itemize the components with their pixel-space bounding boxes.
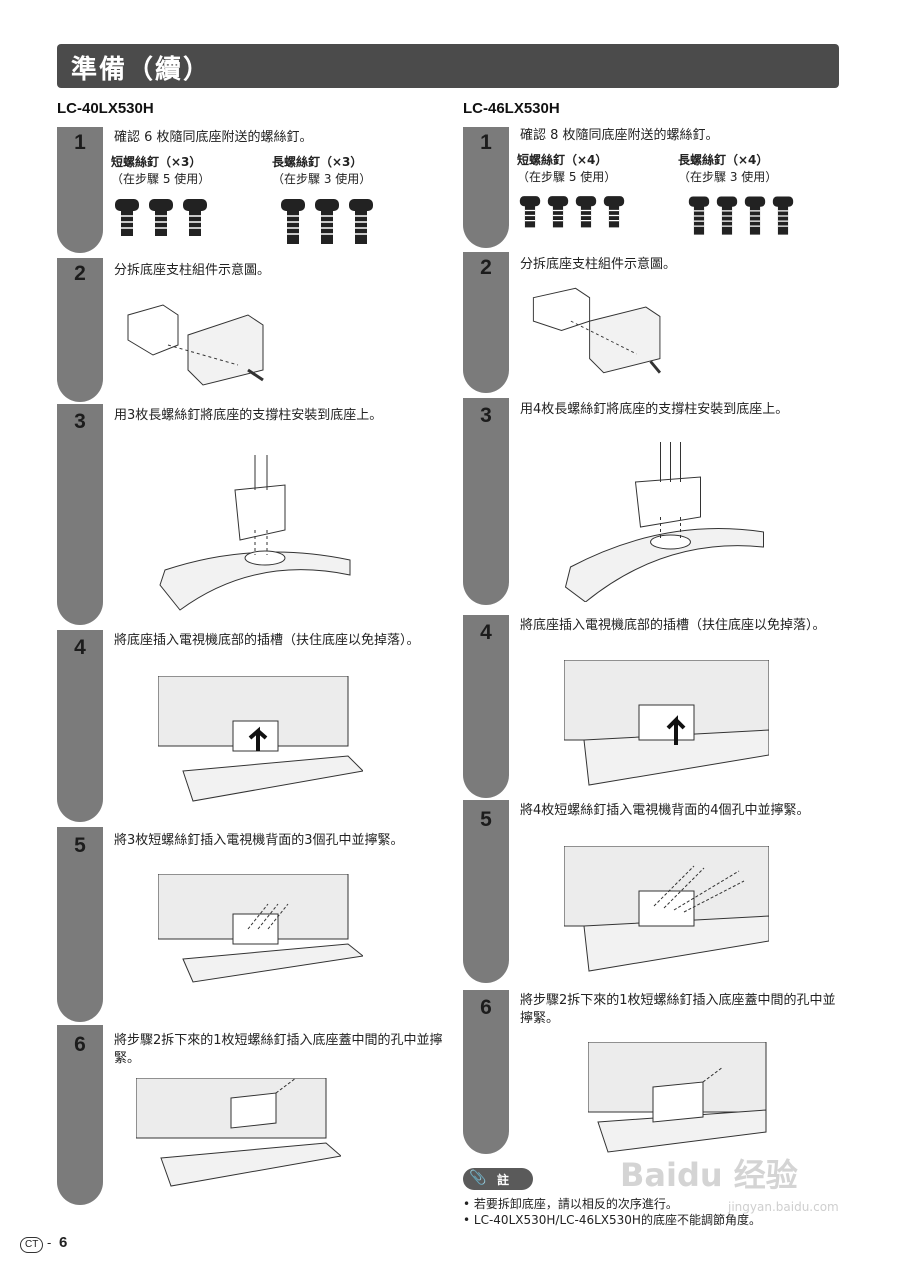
long-screw-count: 長螺絲釘（×4）	[678, 153, 769, 167]
long-screws-group	[688, 194, 794, 238]
long-screw-label: 長螺絲釘（×4） （在步驟 3 使用）	[678, 152, 777, 186]
short-screw-label: 短螺絲釘（×3） （在步驟 5 使用）	[111, 154, 210, 188]
model-title-right: LC-46LX530H	[463, 100, 560, 117]
short-screw-icon	[575, 196, 597, 228]
step-number: 5	[480, 808, 492, 831]
short-screw-use: （在步驟 5 使用）	[517, 170, 617, 184]
stand-column-illustration	[118, 285, 278, 395]
short-screw-icon	[519, 196, 541, 228]
long-screw-icon	[716, 196, 738, 235]
step-text: 將底座插入電視機底部的插槽（扶住底座以免掉落）。	[114, 633, 420, 648]
note-label: 註	[497, 1173, 510, 1187]
cover-screw-illustration	[136, 1078, 341, 1190]
long-screw-icon	[315, 199, 339, 244]
step-number: 3	[480, 404, 492, 427]
step-bar	[57, 404, 103, 625]
short-screw-label: 短螺絲釘（×4） （在步驟 5 使用）	[517, 152, 616, 186]
step-text: 確認 6 枚隨同底座附送的螺絲釘。	[114, 130, 313, 145]
long-screw-icon	[744, 196, 766, 235]
step-text: 分拆底座支柱組件示意圖。	[114, 263, 271, 278]
insert-stand-illustration	[564, 660, 769, 788]
note-badge: 📎 註	[463, 1168, 533, 1190]
short-screw-count: 短螺絲釘（×4）	[517, 153, 608, 167]
step-number: 2	[74, 262, 86, 285]
short-screws-group	[519, 194, 625, 232]
step-number: 2	[480, 256, 492, 279]
step-bar	[463, 252, 509, 393]
paperclip-icon: 📎	[469, 1170, 487, 1186]
step-text: 確認 8 枚隨同底座附送的螺絲釘。	[520, 128, 719, 143]
note-item: • LC-40LX530H/LC-46LX530H的底座不能調節角度。	[463, 1213, 761, 1227]
step-number: 6	[480, 996, 492, 1019]
step-text: 分拆底座支柱組件示意圖。	[520, 257, 677, 272]
footer-separator: -	[46, 1235, 52, 1250]
step-bar	[463, 800, 509, 983]
note-item: • 若要拆卸底座，請以相反的次序進行。	[463, 1197, 678, 1211]
short-screw-icon	[149, 199, 173, 236]
long-screw-label: 長螺絲釘（×3） （在步驟 3 使用）	[272, 154, 371, 188]
long-screw-icon	[688, 196, 710, 235]
step-number: 1	[74, 131, 86, 154]
step-text: 將步驟2拆下來的1枚短螺絲釘插入底座蓋中間的孔中並擰緊。	[114, 1033, 443, 1066]
page-number: 6	[58, 1234, 68, 1251]
language-badge: CT	[20, 1237, 44, 1253]
step-bar	[57, 127, 103, 253]
short-screw-icon	[603, 196, 625, 228]
step-bar	[57, 1025, 103, 1205]
short-screw-use: （在步驟 5 使用）	[111, 172, 211, 186]
step-number: 3	[74, 410, 86, 433]
step-bar	[463, 398, 509, 605]
short-screws-group	[114, 198, 208, 240]
long-screw-icon	[281, 199, 305, 244]
section-header: 準備（續）	[57, 44, 839, 88]
stand-column-illustration	[524, 278, 674, 383]
step-number: 4	[480, 621, 492, 644]
step-bar	[463, 127, 509, 248]
step-text: 將步驟2拆下來的1枚短螺絲釘插入底座蓋中間的孔中並擰緊。	[520, 993, 836, 1026]
cover-screw-illustration	[588, 1042, 768, 1154]
short-screw-icon	[547, 196, 569, 228]
page-title: 準備（續）	[71, 55, 212, 85]
short-screw-count: 短螺絲釘（×3）	[111, 155, 202, 169]
long-screw-use: （在步驟 3 使用）	[678, 170, 778, 184]
step-text: 用4枚長螺絲釘將底座的支撐柱安裝到底座上。	[520, 402, 789, 417]
step-bar	[57, 827, 103, 1022]
step-text: 將底座插入電視機底部的插槽（扶住底座以免掉落）。	[520, 618, 826, 633]
long-screws-group	[280, 198, 374, 246]
long-screw-count: 長螺絲釘（×3）	[272, 155, 363, 169]
step-number: 4	[74, 636, 86, 659]
step-bar	[57, 258, 103, 402]
short-screw-icon	[183, 199, 207, 236]
step-text: 將3枚短螺絲釘插入電視機背面的3個孔中並擰緊。	[114, 833, 404, 848]
fasten-short-screws-illustration	[158, 874, 363, 986]
short-screw-icon	[115, 199, 139, 236]
fasten-short-screws-illustration	[564, 846, 769, 974]
note-item-text: LC-40LX530H/LC-46LX530H的底座不能調節角度。	[473, 1213, 761, 1227]
model-title-left: LC-40LX530H	[57, 100, 154, 117]
stand-assembly-illustration	[563, 437, 768, 602]
long-screw-icon	[772, 196, 794, 235]
watermark-logo: Baidu 经验	[620, 1156, 798, 1194]
step-number: 1	[480, 131, 492, 154]
watermark-url: jingyan.baidu.com	[728, 1200, 839, 1214]
step-bar	[463, 990, 509, 1154]
page-footer: CT - 6	[20, 1234, 67, 1253]
step-number: 6	[74, 1033, 86, 1056]
long-screw-use: （在步驟 3 使用）	[272, 172, 372, 186]
step-text: 用3枚長螺絲釘將底座的支撐柱安裝到底座上。	[114, 408, 383, 423]
step-bar	[57, 630, 103, 822]
stand-assembly-illustration	[155, 450, 355, 615]
insert-stand-illustration	[158, 676, 363, 806]
note-item-text: 若要拆卸底座，請以相反的次序進行。	[473, 1197, 678, 1211]
step-bar	[463, 615, 509, 798]
step-number: 5	[74, 834, 86, 857]
long-screw-icon	[349, 199, 373, 244]
step-text: 將4枚短螺絲釘插入電視機背面的4個孔中並擰緊。	[520, 803, 810, 818]
